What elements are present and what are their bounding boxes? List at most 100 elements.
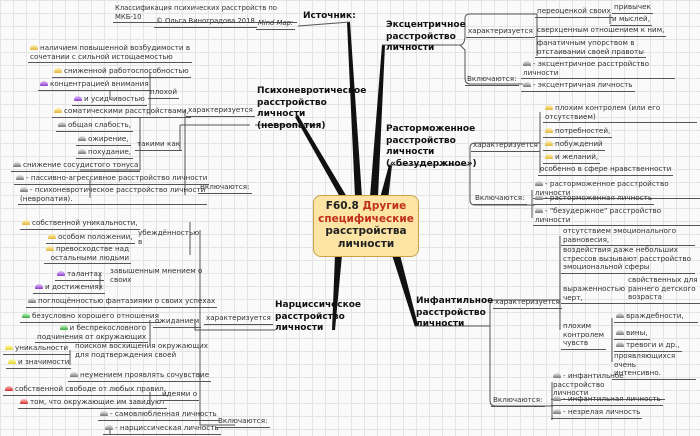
infantile-item[interactable]: воздействия даже небольших стрессов вызы… <box>561 245 695 274</box>
yellow-marker-icon <box>545 105 553 110</box>
disinhibited-item[interactable]: плохим контролем (или его отсутствием) <box>543 103 697 124</box>
central-topic[interactable]: F60.8 Другие специфические расстройства … <box>313 195 419 257</box>
grey-marker-icon <box>78 136 86 141</box>
disinhibited-item[interactable]: побуждений <box>543 139 605 151</box>
source-title[interactable]: Источник: <box>303 11 356 21</box>
infantile-item[interactable]: отсутствием эмоционального равновесия, <box>561 226 695 247</box>
grey-marker-icon <box>16 175 24 180</box>
purple-marker-icon <box>57 271 65 276</box>
infantile-item[interactable]: тревоги и др., <box>614 340 682 352</box>
psycho-such-as[interactable]: такими как <box>135 139 183 151</box>
narcissistic-item[interactable]: собственной свободе от любых правил, <box>3 384 169 396</box>
branch-disinhibited-title[interactable]: Расторможенное расстройство личности («б… <box>386 124 477 169</box>
purple-marker-icon <box>74 96 82 101</box>
psycho-item[interactable]: концентрацией внимания <box>38 79 151 91</box>
narcissistic-includes[interactable]: Включаются: <box>216 416 270 428</box>
green-marker-icon <box>22 313 30 318</box>
center-title-red: Другие специфические <box>318 200 414 225</box>
narcissistic-item[interactable]: том, что окружающие им завидуют <box>18 397 168 409</box>
disinhibited-include-item[interactable]: - расторможенная личность <box>533 193 655 205</box>
narcissistic-characterized[interactable]: характеризуется <box>204 313 273 325</box>
grey-marker-icon <box>28 298 36 303</box>
narcissistic-item[interactable]: поглощённостью фантазиями о своих успеха… <box>26 296 218 308</box>
narcissistic-include-item[interactable]: - самовлюбленная личность <box>98 409 219 421</box>
grey-marker-icon <box>553 409 561 414</box>
eccentric-item[interactable]: и мыслей, <box>610 14 652 26</box>
infantile-item[interactable]: враждебности, <box>614 311 698 323</box>
narcissistic-item[interactable]: талантах <box>55 269 105 281</box>
psycho-poor[interactable]: плохой <box>148 87 180 99</box>
branch-infantile-title[interactable]: Инфантильное расстройство личности <box>416 296 494 329</box>
disinhibited-item[interactable]: потребностей, <box>543 126 613 138</box>
psycho-characterized[interactable]: характеризуется <box>186 105 255 117</box>
psycho-item[interactable]: общая слабость, <box>56 120 134 132</box>
narcissistic-ideas[interactable]: идеями о <box>160 389 200 401</box>
branch-psychoneurotic-title[interactable]: Психоневротическое расстройство личности… <box>257 86 367 131</box>
narcissistic-item[interactable]: собственной уникальности, <box>20 218 140 230</box>
narcissistic-item[interactable]: и достижениях <box>33 282 105 294</box>
narcissistic-include-item[interactable]: - нарциссическая личность <box>103 423 221 435</box>
eccentric-item[interactable]: сверхценным отношением к ним, <box>535 25 667 37</box>
grey-marker-icon <box>105 425 113 430</box>
eccentric-item[interactable]: привычек <box>612 2 653 14</box>
disinhibited-includes[interactable]: Включаются: <box>473 193 527 205</box>
grey-marker-icon <box>616 330 624 335</box>
narcissistic-item[interactable]: безусловно хорошего отношения <box>20 311 161 323</box>
narcissistic-inflated-opinion[interactable]: завышенным мнением о своих <box>110 266 203 284</box>
yellow-marker-icon <box>5 345 13 350</box>
grey-marker-icon <box>70 372 78 377</box>
psycho-item[interactable]: ожирение, <box>76 134 131 146</box>
infantile-includes[interactable]: Включаются: <box>491 395 545 407</box>
eccentric-characterized[interactable]: характеризуется <box>466 26 535 38</box>
grey-marker-icon <box>535 195 543 200</box>
yellow-marker-icon <box>54 68 62 73</box>
yellow-marker-icon <box>46 246 54 251</box>
psycho-item[interactable]: соматическими расстройствами, <box>52 106 191 118</box>
disinhibited-item[interactable]: и желаний, <box>543 152 601 164</box>
source-classification: Классификация психических расстройств по… <box>113 4 297 24</box>
infantile-item[interactable]: плохим контролем чувств <box>561 321 607 350</box>
narcissistic-admiration[interactable]: поиском восхищения окружающих для подтве… <box>75 341 209 359</box>
infantile-characterized[interactable]: характеризуется <box>493 297 562 309</box>
eccentric-includes[interactable]: Включаются: <box>465 74 519 86</box>
narcissistic-item[interactable]: неумением проявлять сочувствие <box>68 370 212 382</box>
psycho-include-item[interactable]: - психоневротическое расстройство личнос… <box>18 185 208 206</box>
narcissistic-expectation[interactable]: ожиданием <box>153 316 202 328</box>
infantile-item[interactable]: вины, <box>614 328 650 340</box>
yellow-marker-icon <box>545 141 553 146</box>
source-copyright: © Ольга Виноградова 2018 <box>154 17 257 28</box>
branch-narcissistic-title[interactable]: Нарциссическое расстройство личности <box>275 300 362 333</box>
psycho-include-item[interactable]: - пассивно-агрессивное расстройство личн… <box>14 173 210 185</box>
infantile-include-item[interactable]: - инфантильное расстройство личности <box>551 371 665 400</box>
narcissistic-item[interactable]: уникальности <box>3 343 71 355</box>
disinhibited-include-item[interactable]: - расторможенное расстройство личности <box>533 179 700 200</box>
green-marker-icon <box>59 325 68 330</box>
branch-eccentric-title[interactable]: Эксцентричное расстройство личности <box>386 20 466 53</box>
grey-marker-icon <box>523 61 531 66</box>
psycho-item[interactable]: наличием повышенной возбудимости в сочет… <box>28 43 193 64</box>
narcissistic-item[interactable]: и значимости <box>6 357 72 369</box>
red-marker-icon <box>5 386 13 391</box>
infantile-item[interactable]: выраженностью черт, <box>561 284 627 305</box>
disinhibited-item[interactable]: особенно в сфере нравственности <box>538 164 674 176</box>
narcissistic-item[interactable]: особом положении, <box>46 232 135 244</box>
eccentric-include-item[interactable]: - эксцентричная личность <box>521 80 635 92</box>
narcissistic-conviction[interactable]: убеждённостью в <box>138 228 200 246</box>
eccentric-item[interactable]: переоценкой своих <box>535 6 613 18</box>
disinhibited-include-item[interactable]: - "безудержное" расстройство личности <box>533 206 700 227</box>
psycho-item[interactable]: и усидчивостью <box>72 94 147 106</box>
eccentric-item[interactable]: фанатичным упорством в отстаивании своей… <box>535 38 646 59</box>
psycho-item[interactable]: сниженной работоспособностью <box>52 66 191 78</box>
psycho-item[interactable]: похудание, <box>76 147 134 159</box>
infantile-include-item[interactable]: - инфантильная личность <box>551 394 663 406</box>
disinhibited-characterized[interactable]: характеризуется <box>471 140 540 152</box>
psycho-includes[interactable]: Включаются: <box>198 182 252 194</box>
psycho-item[interactable]: снижение сосудистого тонуса <box>11 160 141 172</box>
narcissistic-item[interactable]: и беспрекословного подчинения от окружаю… <box>35 323 149 344</box>
infantile-item[interactable]: проявляющихся очень интенсивно. <box>612 351 696 380</box>
eccentric-include-item[interactable]: - эксцентричное расстройство личности <box>521 59 675 80</box>
infantile-item[interactable]: свойственных для раннего детского возрас… <box>626 275 700 304</box>
infantile-include-item[interactable]: - незрелая личность <box>551 407 643 419</box>
narcissistic-item[interactable]: превосходстве над остальными людьми <box>44 244 132 265</box>
